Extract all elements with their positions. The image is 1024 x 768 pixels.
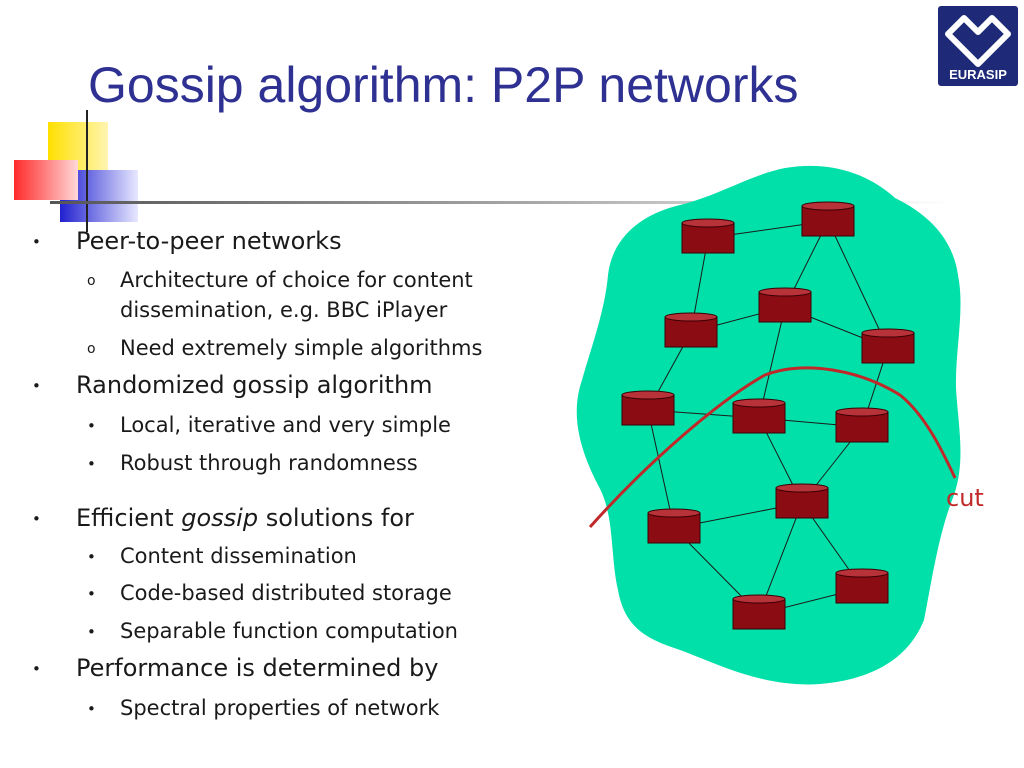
eurasip-logo: EURASIP [938,6,1018,86]
bullet-subitem: Separable function computation [120,619,458,643]
peer-node-icon [681,218,735,254]
peer-node-icon [835,407,889,443]
red-square [14,160,78,200]
bullet-subitem-continuation: dissemination, e.g. BBC iPlayer [120,298,448,322]
bullet-marker: • [87,417,96,435]
bullet-text-emphasis: gossip [181,504,259,532]
horizontal-rule [50,201,950,204]
bullet-marker: o [87,273,96,289]
bullet-marker: • [87,700,96,718]
bullet-marker: • [32,660,41,678]
peer-node-icon [732,594,786,630]
bullet-marker: • [87,623,96,641]
peer-node-icon [775,483,829,519]
network-nodes [621,201,915,630]
peer-node-icon [801,201,855,237]
bullet-item: Performance is determined by [76,654,439,682]
bullet-subitem: Code-based distributed storage [120,581,452,605]
bullet-subitem: Local, iterative and very simple [120,413,451,437]
cut-curve [588,366,957,529]
peer-node-icon [621,390,675,426]
bullet-subitem: Robust through randomness [120,451,418,475]
peer-node-icon [664,312,718,348]
bullet-subitem: Content dissemination [120,544,357,568]
p2p-network-diagram [576,165,961,685]
bullet-marker: • [32,510,41,528]
handshake-icon [945,15,1011,67]
logo-text: EURASIP [949,67,1007,82]
bullet-marker: • [87,455,96,473]
peer-node-icon [647,508,701,544]
peer-node-icon [835,568,889,604]
bullet-marker: • [32,377,41,395]
bullet-marker: • [32,233,41,251]
bullet-marker: • [87,548,96,566]
bullet-item: Efficient gossip solutions for [76,504,414,532]
bullet-subitem: Need extremely simple algorithms [120,336,483,360]
cut-label: cut [946,484,984,512]
network-edge [827,220,889,349]
bullet-item: Peer-to-peer networks [76,227,342,255]
bullet-text-after: solutions for [258,504,414,532]
bullet-text-before: Efficient [76,504,182,532]
network-edge [647,409,675,529]
bullet-subitem: Architecture of choice for content [120,268,473,292]
bullet-subitem: Spectral properties of network [120,696,440,720]
bullet-marker: o [87,341,96,357]
bullet-marker: • [87,585,96,603]
peer-node-icon [861,328,915,364]
title-decoration [14,110,950,232]
slide-title: Gossip algorithm: P2P networks [88,57,799,113]
peer-node-icon [732,398,786,434]
peer-node-icon [758,287,812,323]
bullet-item: Randomized gossip algorithm [76,371,433,399]
